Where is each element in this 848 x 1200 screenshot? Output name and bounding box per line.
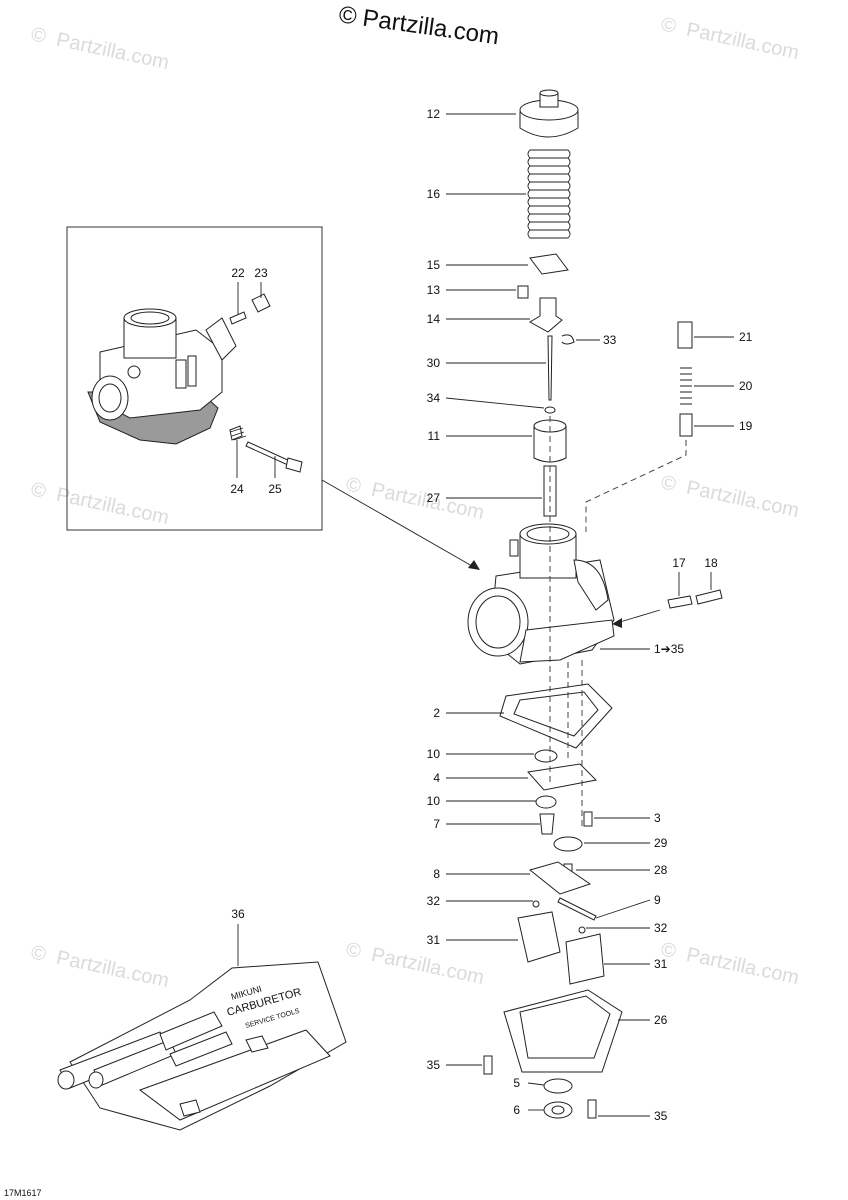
watermark-text: Partzilla.com [684,477,801,522]
watermark-copyright: © [29,478,48,503]
part-20-spring [680,367,692,405]
callout-15: 15 [427,258,441,272]
watermark-copyright: © [29,941,48,966]
diagram-code: 17M1617 [4,1188,42,1198]
callout-10: 10 [427,747,441,761]
watermark-text: Partzilla.com [369,944,486,989]
inset-frame [66,226,323,531]
callout-1-to-35: 1➔35 [654,642,684,656]
callout-22: 22 [231,266,245,280]
part-6-plug-center [551,1105,565,1115]
callout-31-right: 31 [654,957,668,971]
watermark-tiles: ©Partzilla.com ©Partzilla.com ©Partzilla… [29,13,801,992]
callout-23: 23 [254,266,268,280]
part-32-clip-right [578,926,586,934]
callout-18: 18 [704,556,718,570]
top-watermark-text: Partzilla.com [361,5,501,51]
top-watermark-copyright: © [337,1,359,30]
part-2-gasket-inner [513,691,599,737]
watermark-copyright: © [29,23,48,48]
part-16-spring [527,149,571,239]
callout-35-right: 35 [654,1109,668,1123]
watermark-copyright: © [344,473,363,498]
part-4-plate [527,763,598,791]
watermark-copyright: © [659,938,678,963]
part-15-plate [529,253,569,275]
callout-14: 14 [427,312,441,326]
part-17-spring [667,595,693,609]
callout-12: 12 [427,107,441,121]
callout-6: 6 [513,1103,520,1117]
inset-carburetor-illustration [87,293,303,473]
callout-31: 31 [427,933,441,947]
part-10-o-ring [534,749,558,763]
callout-32-right: 32 [654,921,668,935]
part-14-holder [529,297,563,333]
callout-34: 34 [427,391,441,405]
callout-20: 20 [739,379,753,393]
part-3-jet [583,811,593,827]
part-12-cap [519,89,579,138]
callout-30: 30 [427,356,441,370]
part-9-pin [557,897,597,921]
part-18-screw [695,589,723,605]
callout-35: 35 [427,1058,441,1072]
part-35-screw-right [587,1099,597,1119]
callout-36: 36 [231,907,245,921]
watermark-text: Partzilla.com [54,29,171,74]
callout-28: 28 [654,863,668,877]
callout-13: 13 [427,283,441,297]
callout-7: 7 [433,817,440,831]
watermark-text: Partzilla.com [54,484,171,529]
watermark-copyright: © [659,13,678,38]
callout-9: 9 [654,893,661,907]
watermark-text: Partzilla.com [684,944,801,989]
callout-16: 16 [427,187,441,201]
part-11-slide [533,419,567,463]
callout-8: 8 [433,867,440,881]
part-10-o-ring-lower [535,795,557,809]
watermark-copyright: © [659,471,678,496]
top-watermark: © Partzilla.com [337,1,501,50]
watermark-text: Partzilla.com [684,19,801,64]
callout-19: 19 [739,419,753,433]
part-1-carburetor-body [467,523,615,665]
callout-25: 25 [268,482,282,496]
part-13-screw [517,285,529,299]
watermark-copyright: © [344,938,363,963]
part-30-needle [547,335,553,401]
callout-5: 5 [513,1076,520,1090]
watermark-text: Partzilla.com [54,947,171,992]
part-33-clip [561,334,575,345]
callout-3: 3 [654,811,661,825]
part-7-jet [539,813,555,835]
part-21-adjuster [677,321,693,349]
callout-29: 29 [654,836,668,850]
callout-26: 26 [654,1013,668,1027]
part-26-float-bowl [503,989,623,1073]
callout-2: 2 [433,706,440,720]
part-29-seat [553,836,583,852]
part-31-float-right [565,933,605,985]
callout-21: 21 [739,330,753,344]
part-31-float-left [517,911,561,963]
part-34-washer [544,406,556,414]
part-32-clip [532,900,540,908]
callout-24: 24 [230,482,244,496]
callout-11: 11 [428,429,441,443]
part-19-cap [679,413,693,437]
callout-17: 17 [672,556,686,570]
callout-10-lower: 10 [427,794,441,808]
callout-32: 32 [427,894,441,908]
callout-33: 33 [603,333,617,347]
part-5-o-ring [543,1078,573,1094]
part-8-float-arm [528,861,592,895]
callout-4: 4 [433,771,440,785]
part-35-screw-left [483,1055,493,1075]
part-36-tool-kit [57,961,347,1131]
callout-27: 27 [427,491,441,505]
